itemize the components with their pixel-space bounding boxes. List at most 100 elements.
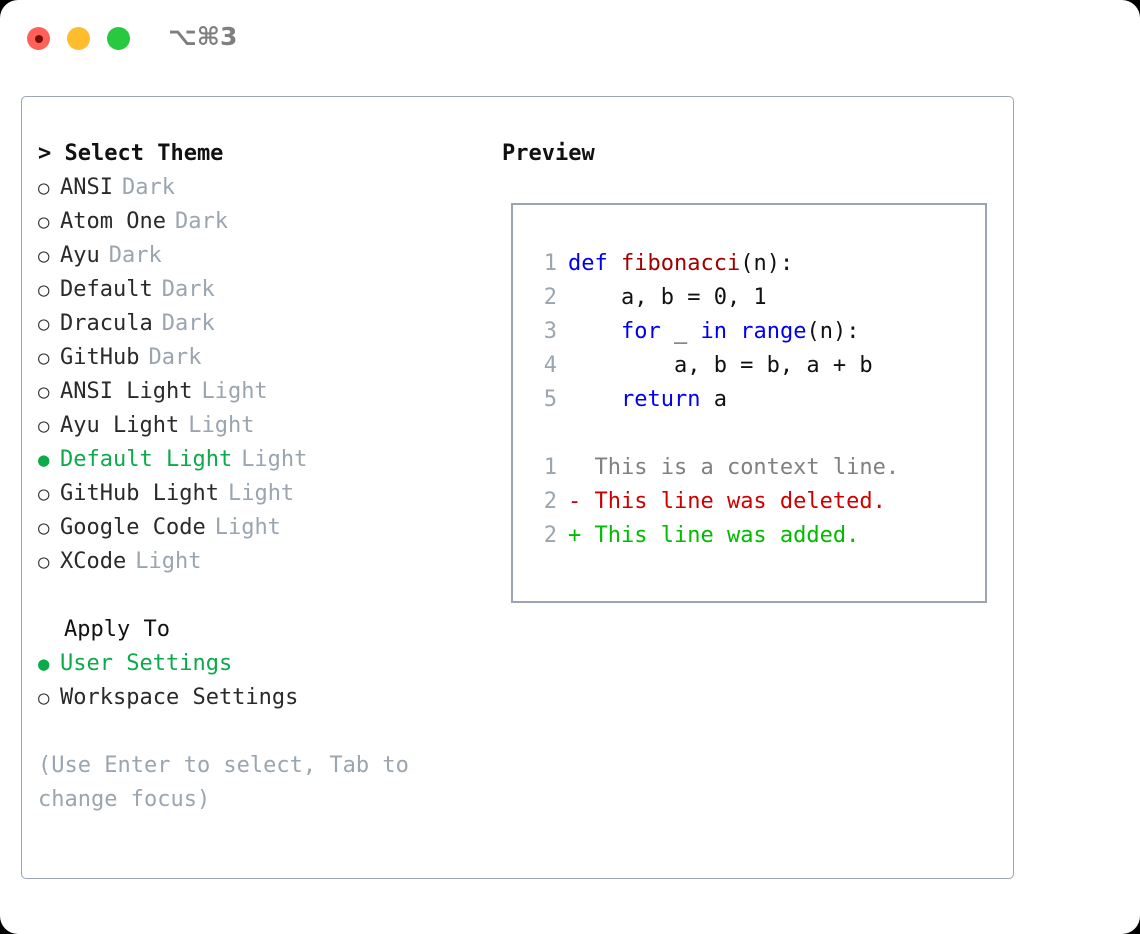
theme-tag: Light bbox=[188, 413, 255, 438]
code-token: a, b = b, a + b bbox=[568, 353, 873, 378]
radio-icon[interactable]: ○ bbox=[38, 313, 50, 335]
radio-icon-selected[interactable]: ● bbox=[38, 653, 50, 675]
list-item[interactable]: ○ ANSI Dark bbox=[38, 171, 478, 205]
apply-to-label: Workspace Settings bbox=[60, 685, 299, 710]
theme-list: ○ ANSI Dark ○ Atom One Dark ○ Ayu Dark ○… bbox=[38, 171, 478, 579]
radio-icon[interactable]: ○ bbox=[38, 211, 50, 233]
code-line: 3 for _ in range (n): bbox=[531, 315, 899, 349]
diff-line-added: 2 + This line was added. bbox=[531, 519, 899, 553]
theme-tag: Light bbox=[227, 481, 295, 506]
line-number: 1 bbox=[543, 455, 557, 480]
line-number: 3 bbox=[543, 319, 557, 344]
apply-to-label: User Settings bbox=[60, 651, 233, 676]
radio-icon[interactable]: ○ bbox=[38, 517, 50, 539]
line-number: 4 bbox=[543, 353, 557, 378]
radio-icon[interactable]: ○ bbox=[38, 687, 50, 709]
theme-picker-column: > Select Theme ○ ANSI Dark ○ Atom One Da… bbox=[38, 137, 478, 817]
theme-name: Ayu bbox=[60, 243, 100, 268]
code-token bbox=[568, 315, 621, 349]
minimize-button[interactable] bbox=[67, 27, 90, 50]
radio-icon[interactable]: ○ bbox=[38, 381, 50, 403]
page-title: > Select Theme bbox=[38, 141, 224, 166]
theme-tag: Dark bbox=[161, 277, 215, 302]
radio-icon[interactable]: ○ bbox=[38, 483, 50, 505]
theme-name: Dracula bbox=[60, 311, 153, 336]
radio-icon[interactable]: ○ bbox=[38, 347, 50, 369]
diff-text: This is a context line. bbox=[581, 455, 900, 480]
code-line: 1 def fibonacci (n): bbox=[531, 247, 899, 281]
list-item[interactable]: ○ XCode Light bbox=[38, 545, 478, 579]
preview-box: 1 def fibonacci (n): 2 a, b = 0, 1 3 for… bbox=[511, 203, 987, 603]
title-bar: ⌥⌘3 bbox=[0, 0, 1140, 76]
list-item[interactable]: ○ Dracula Dark bbox=[38, 307, 478, 341]
code-line: 5 return a bbox=[531, 383, 899, 417]
list-item[interactable]: ○ Default Dark bbox=[38, 273, 478, 307]
code-token bbox=[568, 383, 621, 417]
theme-tag: Dark bbox=[148, 345, 202, 370]
code-token: fibonacci bbox=[620, 251, 741, 276]
apply-to-option-user[interactable]: ● User Settings bbox=[38, 647, 478, 681]
list-item[interactable]: ○ Ayu Light Light bbox=[38, 409, 478, 443]
radio-icon-selected[interactable]: ● bbox=[38, 449, 50, 471]
radio-icon[interactable]: ○ bbox=[38, 551, 50, 573]
list-item[interactable]: ○ ANSI Light Light bbox=[38, 375, 478, 409]
line-number: 1 bbox=[543, 251, 557, 276]
spacer bbox=[38, 579, 478, 613]
radio-icon[interactable]: ○ bbox=[38, 177, 50, 199]
list-item[interactable]: ○ Atom One Dark bbox=[38, 205, 478, 239]
code-preview: 1 def fibonacci (n): 2 a, b = 0, 1 3 for… bbox=[531, 247, 899, 553]
line-number: 2 bbox=[543, 489, 557, 514]
code-line: 4 a, b = b, a + b bbox=[531, 349, 899, 383]
theme-name: Ayu Light bbox=[60, 413, 180, 438]
code-token: a, b = 0, 1 bbox=[568, 285, 767, 310]
theme-tag: Light bbox=[135, 549, 202, 574]
code-token: in range bbox=[700, 319, 807, 344]
list-item-selected[interactable]: ● Default Light Light bbox=[38, 443, 478, 477]
diff-marker: - bbox=[568, 489, 582, 514]
theme-tag: Light bbox=[214, 515, 281, 540]
list-item[interactable]: ○ Ayu Dark bbox=[38, 239, 478, 273]
list-item[interactable]: ○ Google Code Light bbox=[38, 511, 478, 545]
window-controls bbox=[27, 27, 130, 50]
maximize-button[interactable] bbox=[107, 27, 130, 50]
close-button[interactable] bbox=[27, 27, 50, 50]
code-token: (n): bbox=[806, 319, 860, 344]
preview-title: Preview bbox=[502, 141, 595, 166]
theme-tag: Dark bbox=[108, 243, 162, 268]
apply-to-option-workspace[interactable]: ○ Workspace Settings bbox=[38, 681, 478, 715]
theme-name: Google Code bbox=[60, 515, 206, 540]
keyboard-shortcut-label: ⌥⌘3 bbox=[168, 22, 238, 51]
keyboard-hint-text: (Use Enter to select, Tab to change focu… bbox=[38, 753, 409, 812]
line-number: 5 bbox=[543, 387, 557, 412]
diff-text: This line was added. bbox=[581, 523, 860, 548]
diff-marker bbox=[568, 451, 581, 485]
line-number: 2 bbox=[543, 523, 557, 548]
diff-marker: + bbox=[568, 523, 582, 548]
theme-tag: Dark bbox=[161, 311, 215, 336]
theme-tag: Dark bbox=[174, 209, 228, 234]
theme-name: GitHub Light bbox=[60, 481, 219, 506]
radio-icon[interactable]: ○ bbox=[38, 245, 50, 267]
apply-to-heading: Apply To bbox=[64, 617, 170, 642]
code-token: a bbox=[700, 387, 727, 412]
diff-line-deleted: 2 - This line was deleted. bbox=[531, 485, 899, 519]
theme-name: ANSI Light bbox=[60, 379, 193, 404]
code-token: _ bbox=[660, 319, 701, 344]
list-item[interactable]: ○ GitHub Light Light bbox=[38, 477, 478, 511]
theme-name: GitHub bbox=[60, 345, 140, 370]
theme-tag: Light bbox=[201, 379, 268, 404]
code-token: for bbox=[620, 319, 661, 344]
code-token: def bbox=[568, 251, 621, 276]
theme-name: Atom One bbox=[60, 209, 166, 234]
theme-name: Default Light bbox=[60, 447, 233, 472]
code-blank-line bbox=[531, 417, 899, 451]
apply-to-group: ● User Settings ○ Workspace Settings bbox=[38, 647, 478, 715]
theme-name: XCode bbox=[60, 549, 127, 574]
main-panel: > Select Theme ○ ANSI Dark ○ Atom One Da… bbox=[21, 96, 1014, 879]
diff-text: This line was deleted. bbox=[581, 489, 886, 514]
theme-tag: Light bbox=[241, 447, 308, 472]
radio-icon[interactable]: ○ bbox=[38, 279, 50, 301]
list-item[interactable]: ○ GitHub Dark bbox=[38, 341, 478, 375]
radio-icon[interactable]: ○ bbox=[38, 415, 50, 437]
